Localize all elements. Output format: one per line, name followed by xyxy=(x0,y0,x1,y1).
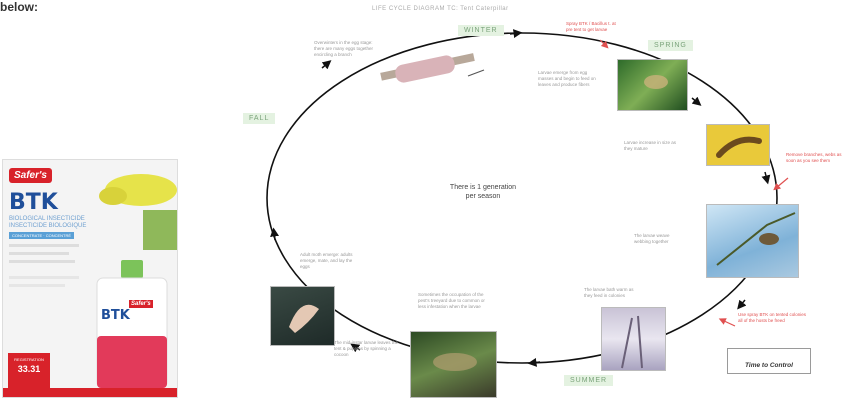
cycle-arrow-5 xyxy=(527,357,541,367)
product-brand-logo: Safer's xyxy=(9,168,52,183)
note-adult-moth: Adult moth emerge: adults emerge, mate, … xyxy=(300,252,353,269)
registration-number: 33.31 xyxy=(17,364,41,374)
product-name: BTK xyxy=(9,190,58,215)
photo-tent-colony xyxy=(601,307,666,371)
product-subtitle: BIOLOGICAL INSECTICIDE INSECTICIDE BIOLO… xyxy=(9,216,99,230)
note-treeyard: Sometimes the occupation of the pest's t… xyxy=(418,292,485,309)
generation-note: There is 1 generation per season xyxy=(428,183,538,201)
photo-larva-growing xyxy=(706,124,770,166)
btk-product-package: Safer's BTK BIOLOGICAL INSECTICIDE INSEC… xyxy=(2,159,178,398)
bottle-brand-logo: Safer's xyxy=(129,300,153,308)
cycle-arrow-2 xyxy=(691,96,702,106)
leaf-illustration xyxy=(143,210,177,250)
note-pupation: The mid-instar larvae leaves the tent & … xyxy=(334,340,399,357)
note-egg-stage: Overwinters in the egg stage: there are … xyxy=(314,40,374,57)
cycle-arrow-3 xyxy=(761,171,771,185)
season-label-spring: SPRING xyxy=(648,40,693,51)
cycle-arrow-8 xyxy=(321,60,332,70)
cycle-arrow-4 xyxy=(737,299,747,310)
photo-cocoon xyxy=(410,331,497,398)
photo-larvae-emerging xyxy=(617,59,688,111)
diagram-title: LIFE CYCLE DIAGRAM TC: Tent Caterpillar xyxy=(372,6,509,12)
cycle-arrow-1 xyxy=(509,29,523,39)
note-larvae-increase: Larvae increase in size as they mature xyxy=(624,140,677,151)
time-to-control-label: Time to Control xyxy=(745,362,793,369)
season-label-fall: FALL xyxy=(243,113,276,124)
note-tent-colonies: The larvae bath warm as they feed in col… xyxy=(584,287,634,298)
note-larvae-emerge: Larvae emerge from egg masses and begin … xyxy=(538,70,596,87)
generation-note-line2: per season xyxy=(465,193,501,200)
red-arrow-remove xyxy=(773,177,789,191)
bottle-product-name: BTK xyxy=(101,308,130,323)
generation-note-line1: There is 1 generation xyxy=(449,184,517,191)
season-label-summer: SUMMER xyxy=(564,375,614,386)
registration-badge: REGISTRATION 33.31 xyxy=(8,353,50,393)
note-remove-webs: Remove branches, webs as soon as you see… xyxy=(786,152,842,163)
time-to-control-legend: Time to Control xyxy=(727,348,811,374)
egg-mass-icon xyxy=(395,55,455,83)
photo-adult-moth xyxy=(270,286,335,346)
photo-webbing xyxy=(706,204,799,278)
red-arrow-spray-tent xyxy=(718,318,736,327)
cropped-heading-fragment: below: xyxy=(0,0,38,14)
note-spray-tented: Use spray BTK on tented colonies all of … xyxy=(738,312,807,323)
bottle-cap xyxy=(121,260,143,278)
cycle-arrow-7 xyxy=(270,227,280,241)
note-spray-start: Spray BTK / Bacillus t. at pre tent to g… xyxy=(566,21,616,32)
product-subtitle-en: BIOLOGICAL INSECTICIDE xyxy=(9,216,85,222)
product-badge: CONCENTRATE · CONCENTRÉ xyxy=(9,232,75,239)
cycle-arrow-6 xyxy=(350,343,361,353)
registration-label: REGISTRATION xyxy=(14,357,44,362)
red-arrow-spray-start xyxy=(599,39,609,49)
season-label-winter: WINTER xyxy=(458,25,504,36)
note-webbing: The larvae weave webbing together xyxy=(634,233,670,244)
product-subtitle-fr: INSECTICIDE BIOLOGIQUE xyxy=(9,223,87,229)
